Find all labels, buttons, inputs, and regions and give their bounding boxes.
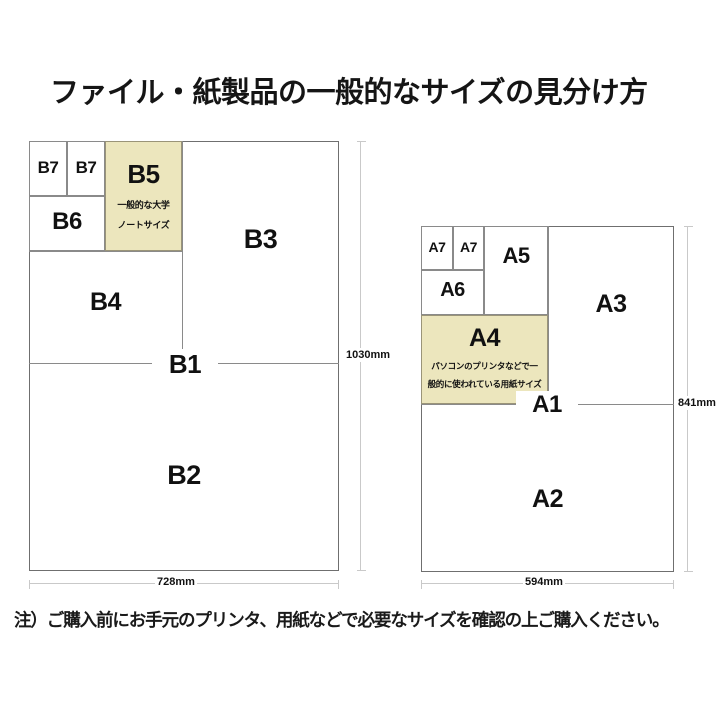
a3-label: A3 bbox=[595, 290, 627, 318]
a7-left-label: A7 bbox=[428, 239, 446, 255]
a2-label: A2 bbox=[532, 485, 563, 513]
b-series-width-label: 728mm bbox=[155, 575, 197, 589]
b6-box[interactable]: B6 bbox=[29, 196, 105, 251]
a7-right-label: A7 bbox=[460, 239, 477, 255]
b2-label: B2 bbox=[167, 460, 201, 490]
b5-sub-line-1: 一般的な大学 bbox=[117, 200, 170, 210]
b7-left-box[interactable]: B7 bbox=[29, 141, 67, 196]
a5-box[interactable]: A5 bbox=[484, 226, 548, 315]
a5-label: A5 bbox=[502, 243, 530, 268]
b3-b4-divider bbox=[182, 141, 183, 363]
a-series-width-label: 594mm bbox=[523, 575, 565, 589]
b7-right-label: B7 bbox=[75, 158, 97, 177]
a4-label: A4 bbox=[469, 324, 500, 352]
a4-sub-line-2: 般的に使われている用紙サイズ bbox=[427, 379, 542, 389]
b4-upper-divider bbox=[29, 251, 182, 252]
b-series-height-label: 1030mm bbox=[344, 348, 393, 362]
b3-label: B3 bbox=[243, 224, 278, 254]
b5-label: B5 bbox=[127, 159, 160, 189]
b5-sub-line-2: ノートサイズ bbox=[117, 220, 170, 230]
b4-label: B4 bbox=[90, 288, 121, 316]
a4-box[interactable]: A4 パソコンのプリンタなどで一 般的に使われている用紙サイズ bbox=[421, 315, 548, 404]
page-title: ファイル・紙製品の一般的なサイズの見分け方 bbox=[50, 77, 648, 109]
b7-right-box[interactable]: B7 bbox=[67, 141, 105, 196]
a6-box[interactable]: A6 bbox=[421, 270, 484, 315]
footer-note: 注）ご購入前にお手元のプリンタ、用紙などで必要なサイズを確認の上ご購入ください。 bbox=[14, 610, 670, 630]
a6-label: A6 bbox=[440, 279, 465, 301]
a1-label: A1 bbox=[516, 391, 578, 419]
a-series-height-label: 841mm bbox=[676, 396, 718, 410]
a7-left-box[interactable]: A7 bbox=[421, 226, 453, 270]
a4-sub-line-1: パソコンのプリンタなどで一 bbox=[431, 361, 538, 371]
a7-right-box[interactable]: A7 bbox=[453, 226, 484, 270]
b1-label: B1 bbox=[152, 349, 218, 380]
b7-left-label: B7 bbox=[37, 158, 59, 177]
a3-a4-divider bbox=[548, 226, 549, 404]
b5-box[interactable]: B5 一般的な大学 ノートサイズ bbox=[105, 141, 182, 251]
b6-label: B6 bbox=[52, 208, 82, 235]
